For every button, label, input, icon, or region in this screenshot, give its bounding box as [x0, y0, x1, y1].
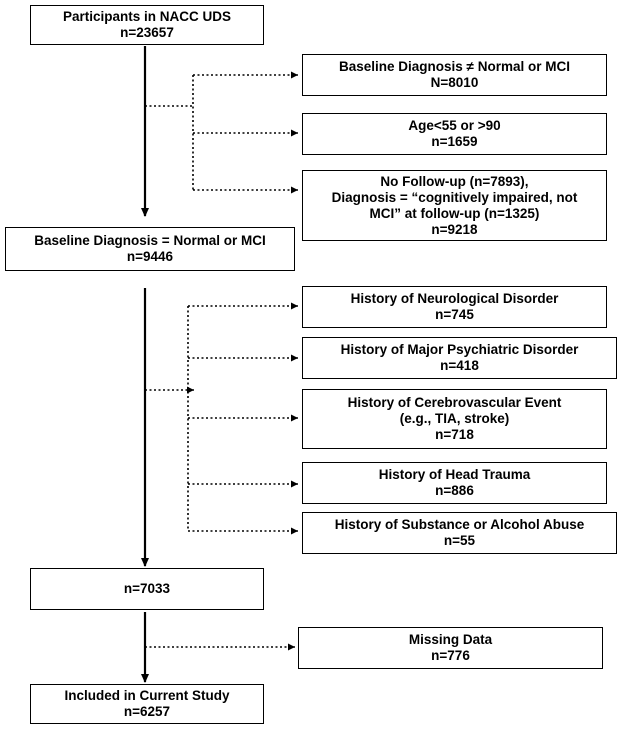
participants-count: n=23657 [120, 25, 174, 40]
no-followup-line1: No Follow-up (n=7893), [380, 173, 529, 189]
head-trauma-count: n=886 [435, 483, 474, 498]
cerebro-box: History of Cerebrovascular Event (e.g., … [302, 389, 607, 449]
included-box: Included in Current Study n=6257 [30, 684, 264, 724]
no-followup-line3: MCI” at follow-up (n=1325) [369, 205, 540, 221]
substance-title: History of Substance or Alcohol Abuse [334, 517, 585, 532]
missing-data-title: Missing Data [408, 632, 493, 647]
age-title: Age<55 or >90 [408, 118, 501, 133]
baseline-normal-box: Baseline Diagnosis = Normal or MCI n=944… [5, 227, 295, 271]
head-trauma-title: History of Head Trauma [378, 467, 531, 482]
age-box: Age<55 or >90 n=1659 [302, 113, 607, 155]
cerebro-subtitle: (e.g., TIA, stroke) [399, 411, 510, 426]
neuro-title: History of Neurological Disorder [350, 291, 559, 306]
no-followup-box: No Follow-up (n=7893), Diagnosis = “cogn… [302, 170, 607, 241]
psych-count: n=418 [440, 358, 479, 373]
included-count: n=6257 [123, 704, 171, 719]
baseline-normal-title: Baseline Diagnosis = Normal or MCI [34, 233, 266, 248]
baseline-not-normal-box: Baseline Diagnosis ≠ Normal or MCI N=801… [302, 54, 607, 96]
no-followup-line2: Diagnosis = “cognitively impaired, not [331, 189, 578, 205]
baseline-normal-count: n=9446 [126, 249, 174, 264]
age-count: n=1659 [431, 134, 478, 149]
substance-box: History of Substance or Alcohol Abuse n=… [302, 512, 617, 554]
baseline-not-normal-count: N=8010 [430, 75, 479, 90]
neuro-count: n=745 [435, 307, 474, 322]
head-trauma-box: History of Head Trauma n=886 [302, 462, 607, 504]
neuro-box: History of Neurological Disorder n=745 [302, 286, 607, 328]
cerebro-title: History of Cerebrovascular Event [347, 395, 562, 410]
n7033-count: n=7033 [123, 581, 171, 596]
psych-box: History of Major Psychiatric Disorder n=… [302, 337, 617, 379]
substance-count: n=55 [443, 533, 476, 548]
cerebro-count: n=718 [435, 427, 474, 442]
exclusion-connectors-1 [145, 71, 298, 194]
no-followup-count: n=9218 [431, 221, 478, 237]
included-title: Included in Current Study [64, 688, 230, 703]
participants-title: Participants in NACC UDS [62, 9, 232, 24]
baseline-not-normal-title: Baseline Diagnosis ≠ Normal or MCI [339, 59, 570, 74]
missing-data-box: Missing Data n=776 [298, 627, 603, 669]
participants-box: Participants in NACC UDS n=23657 [30, 5, 264, 45]
n7033-box: n=7033 [30, 568, 264, 610]
missing-data-count: n=776 [431, 648, 470, 663]
psych-title: History of Major Psychiatric Disorder [340, 342, 579, 357]
exclusion-connectors-2 [145, 302, 298, 535]
